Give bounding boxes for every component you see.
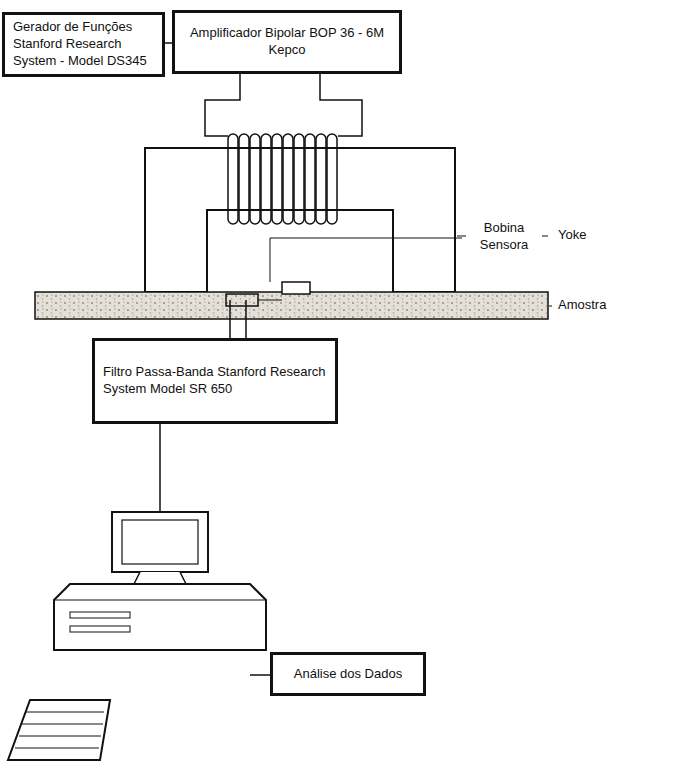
coil-turn [316,134,326,224]
box-text: Gerador de Funções Stanford Research Sys… [13,19,154,70]
yoke-core [145,148,455,292]
sensor-coil [282,282,310,294]
drive-slot [70,626,130,632]
keyboard-rows [15,712,104,748]
data-cable [159,424,161,512]
bandpass-filter-box: Filtro Passa-Banda Stanford Research Sys… [92,338,338,424]
coil-turn [272,134,282,224]
monitor-screen [122,520,198,564]
coil-turn [239,134,249,224]
coil-turn [228,134,238,224]
sensor-link [258,300,282,301]
drive-slot [70,612,130,618]
box-text: Filtro Passa-Banda Stanford Research Sys… [103,364,327,398]
computer-case [54,584,266,650]
cable-connector [165,42,172,44]
coil-turn [261,134,271,224]
pointer-line [250,674,270,676]
coil-turn [294,134,304,224]
box-text: Análise dos Dados [281,666,415,683]
pickup-element [226,294,258,306]
leader-line [270,238,462,282]
coil-turn [250,134,260,224]
keyboard [8,700,110,760]
excitation-coil [228,134,337,224]
coil-wire [320,72,362,136]
part-label: Amostra [556,297,608,314]
leader-line [549,306,552,307]
monitor [112,512,208,572]
monitor-stand [134,572,186,584]
part-label: Yoke [556,227,588,244]
box-text: Amplificador Bipolar BOP 36 - 6M Kepco [183,25,391,59]
coil-wire [205,72,240,136]
signal-wire [229,300,231,340]
analysis-box: Análise dos Dados [270,652,426,696]
function-generator-box: Gerador de Funções Stanford Research Sys… [2,12,165,77]
case-edge [54,599,266,600]
amplifier-box: Amplificador Bipolar BOP 36 - 6M Kepco [172,10,402,74]
coil-turn [283,134,293,224]
signal-wire [245,300,247,340]
sample-plate [35,292,548,319]
part-label: Bobina Sensora [466,220,542,254]
coil-turn [305,134,315,224]
coil-turn [327,134,337,224]
